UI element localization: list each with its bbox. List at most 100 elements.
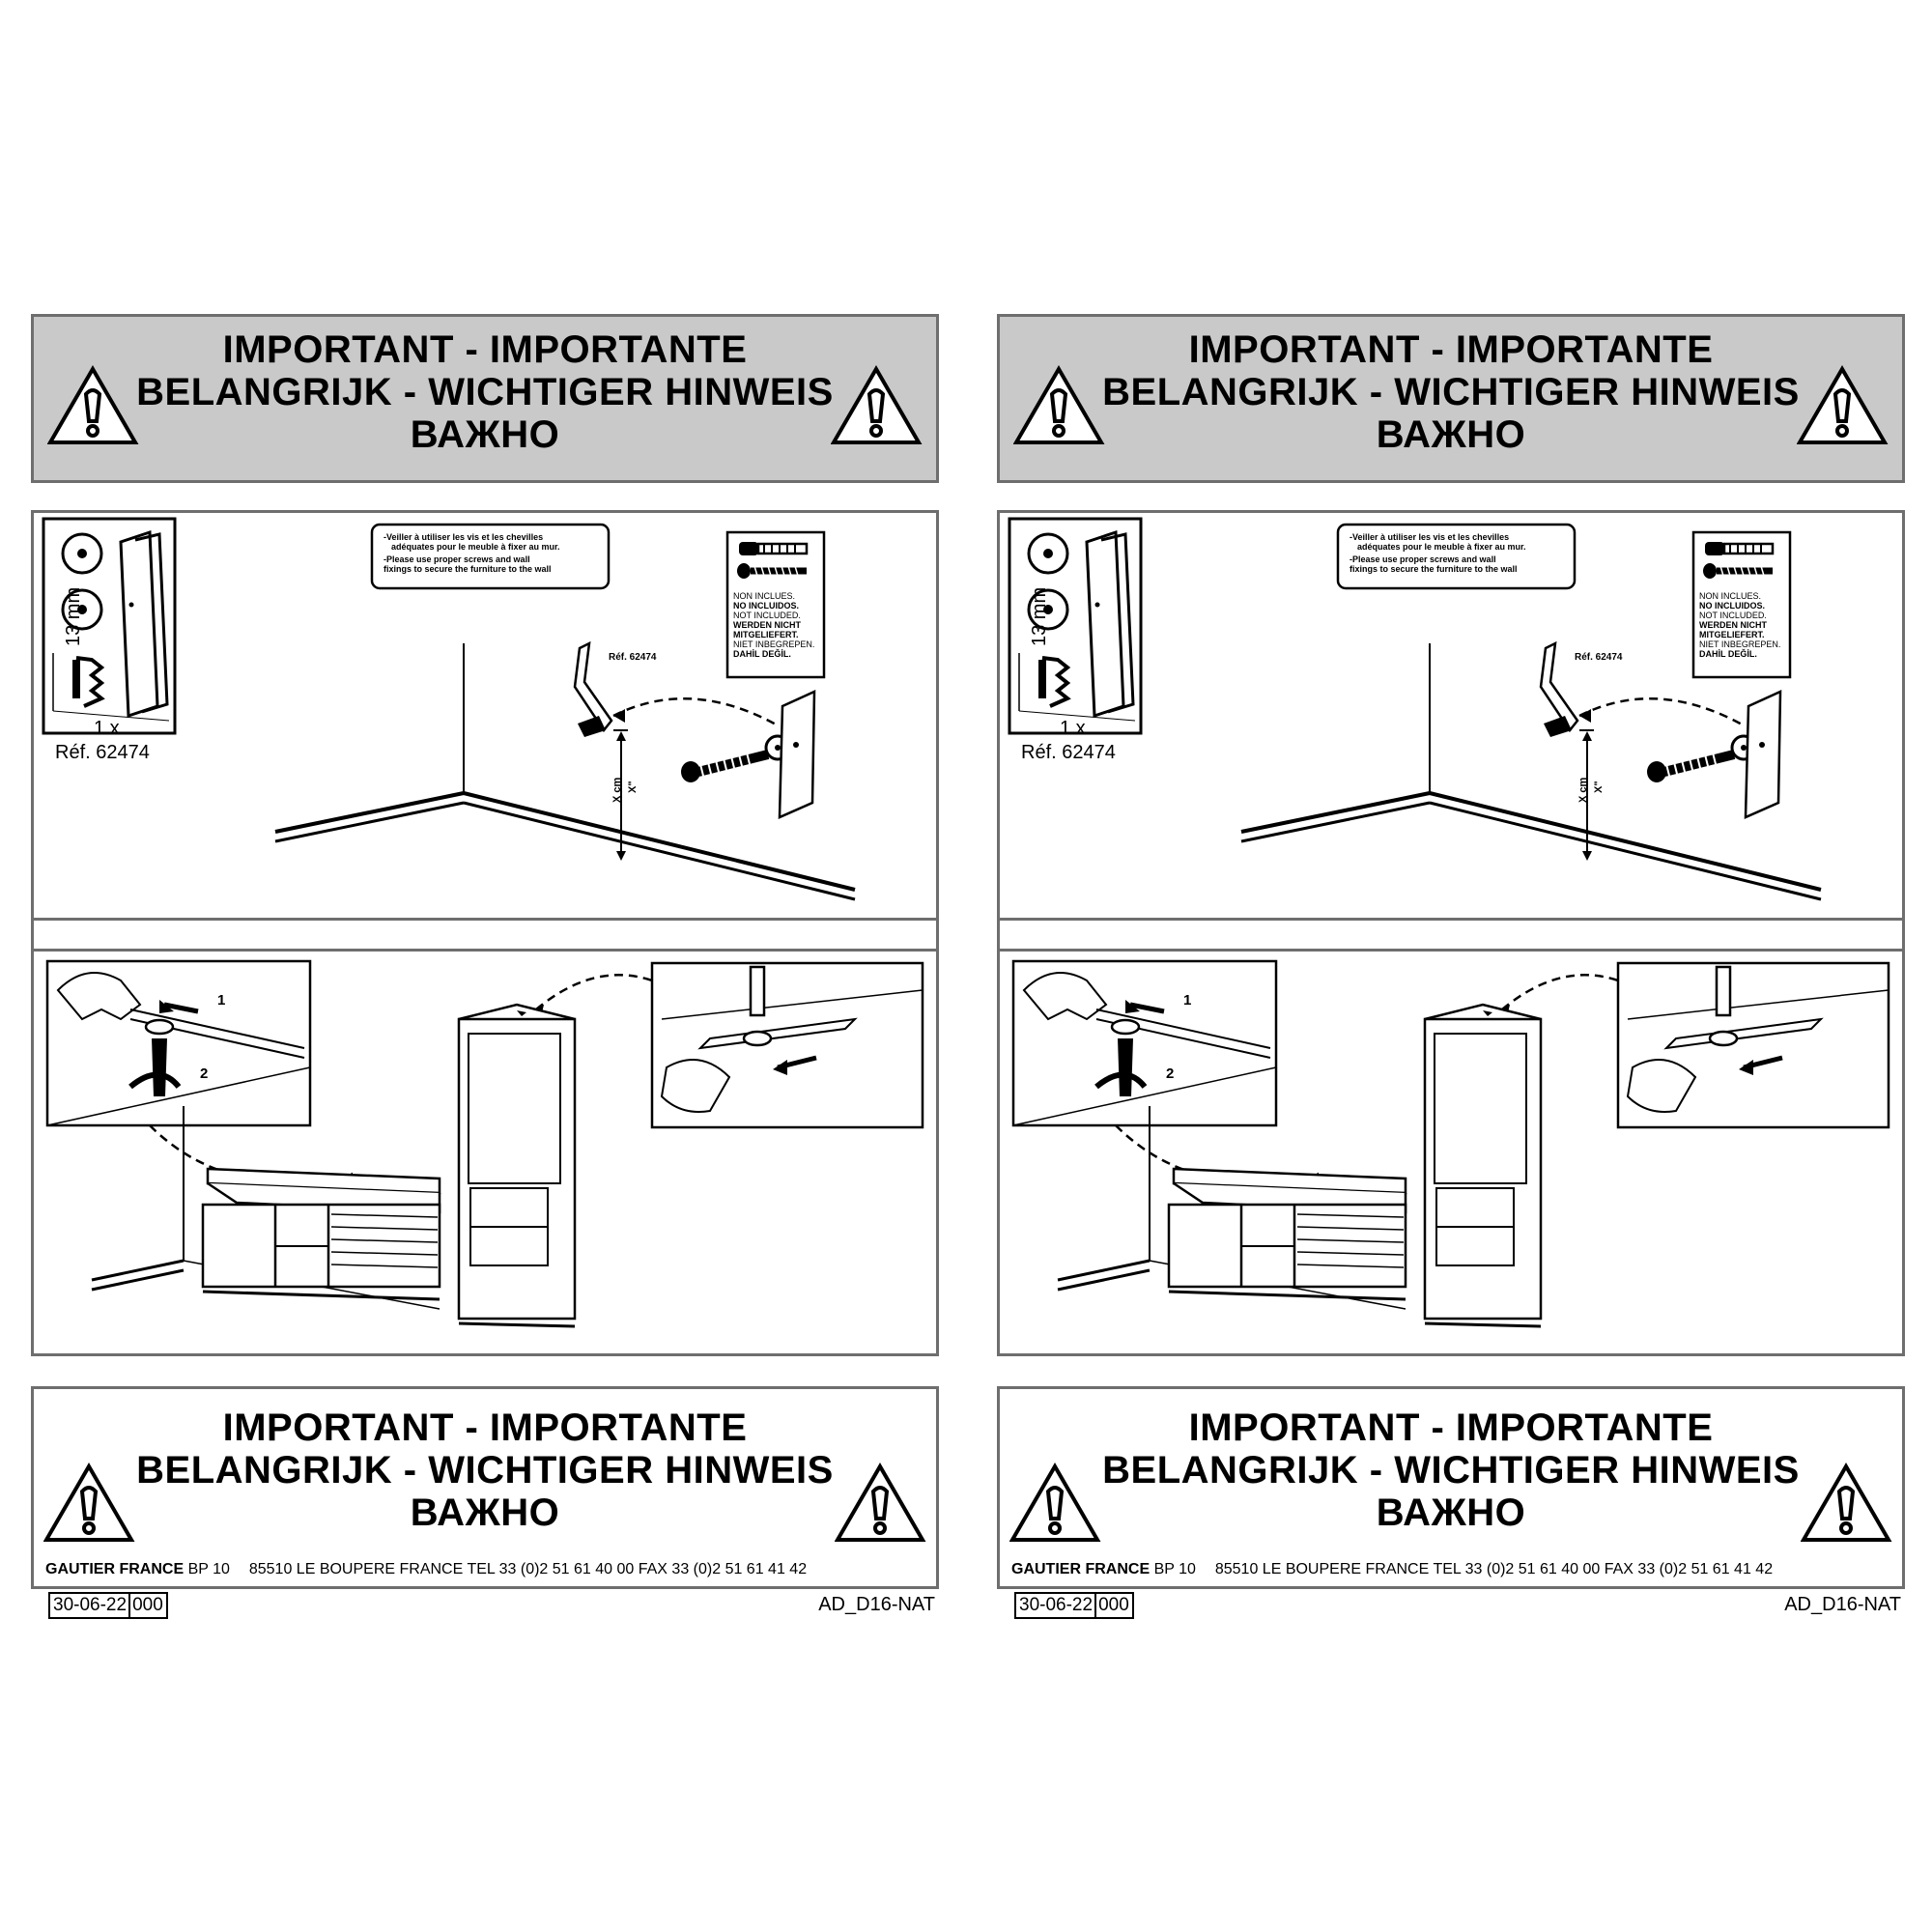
- bottom-warning-banner: IMPORTANT - IMPORTANTE BELANGRIJK - WICH…: [31, 1386, 939, 1589]
- not-included-es: NO INCLUIDOS.: [733, 601, 800, 611]
- tall-cabinet-icon: [1423, 1003, 1543, 1328]
- screw-icon: [1038, 656, 1071, 708]
- document-code: AD_D16-NAT: [818, 1594, 935, 1615]
- not-included-box: [725, 530, 826, 679]
- banner-line-2: BELANGRIJK - WICHTIGER HINWEIS: [1102, 371, 1800, 413]
- step-1-label: 1: [1183, 992, 1192, 1009]
- measure-inch-label: X": [1593, 781, 1605, 793]
- not-included-de-1: WERDEN NICHT: [733, 620, 801, 630]
- warning-triangle-icon: [1009, 1463, 1101, 1542]
- banner-line-2: BELANGRIJK - WICHTIGER HINWEIS: [136, 371, 834, 413]
- banner-title: IMPORTANT - IMPORTANTE BELANGRIJK - WICH…: [1000, 1406, 1902, 1534]
- parts-ref: Réf. 62474: [55, 742, 150, 763]
- panel-divider: [31, 921, 939, 952]
- warning-triangle-icon: [835, 1463, 926, 1542]
- banner-title: IMPORTANT - IMPORTANTE BELANGRIJK - WICH…: [34, 1406, 936, 1534]
- company-name: GAUTIER FRANCE: [1011, 1561, 1151, 1577]
- furniture-panel: 1 2: [997, 949, 1905, 1356]
- screws-note: -Veiller à utiliser les vis et les chevi…: [384, 532, 606, 574]
- not-included-en: NOT INCLUDED.: [1699, 611, 1767, 620]
- warning-triangle-icon: [1797, 365, 1889, 444]
- top-warning-banner: IMPORTANT - IMPORTANTE BELANGRIJK - WICH…: [31, 314, 939, 483]
- revision-date: 30-06-22: [53, 1595, 128, 1615]
- not-included-list: NON INCLUES. NO INCLUIDOS. NOT INCLUDED.…: [1699, 591, 1780, 659]
- not-included-en: NOT INCLUDED.: [733, 611, 801, 620]
- not-included-list: NON INCLUES. NO INCLUIDOS. NOT INCLUDED.…: [733, 591, 814, 659]
- wall-plug-icon: [1705, 542, 1775, 555]
- hand-icon: [1022, 972, 1108, 1021]
- not-included-es: NO INCLUIDOS.: [1699, 601, 1766, 611]
- bracket-ref-label: Réf. 62474: [1575, 652, 1623, 663]
- not-included-nl: NIET INBEGREPEN.: [733, 639, 815, 649]
- not-included-de-2: MITGELIEFERT.: [733, 630, 799, 639]
- banner-line-3: ВАЖНО: [410, 1492, 560, 1534]
- revision-date: 30-06-22: [1019, 1595, 1094, 1615]
- panel-divider: [997, 921, 1905, 952]
- parts-ref: Réf. 62474: [1021, 742, 1116, 763]
- screws-note: -Veiller à utiliser les vis et les chevi…: [1350, 532, 1572, 574]
- banner-line-1: IMPORTANT - IMPORTANTE: [1188, 328, 1714, 371]
- tv-unit-icon: [1167, 1167, 1407, 1301]
- note-en-1: -Please use proper screws and wall: [384, 554, 530, 564]
- step-2-label: 2: [1166, 1065, 1175, 1082]
- cabinet-panel-icon: [778, 690, 816, 819]
- not-included-fr: NON INCLUES.: [1699, 591, 1762, 601]
- banner-line-1: IMPORTANT - IMPORTANTE: [1188, 1406, 1714, 1449]
- not-included-nl: NIET INBEGREPEN.: [1699, 639, 1781, 649]
- company-po-box: BP 10: [187, 1561, 230, 1577]
- banner-line-2: BELANGRIJK - WICHTIGER HINWEIS: [1102, 1449, 1800, 1492]
- banner-line-3: ВАЖНО: [1376, 413, 1526, 456]
- note-fr-2: adéquates pour le meuble à fixer au mur.: [391, 542, 560, 552]
- banner-line-1: IMPORTANT - IMPORTANTE: [222, 1406, 748, 1449]
- warning-triangle-icon: [831, 365, 923, 444]
- wall-bracket-icon: [573, 640, 613, 733]
- banner-line-3: ВАЖНО: [1376, 1492, 1526, 1534]
- company-address: GAUTIER FRANCE BP 10 85510 LE BOUPERE FRA…: [1011, 1561, 1900, 1578]
- note-en-2: fixings to secure the furniture to the w…: [384, 564, 552, 574]
- screw-icon: [72, 656, 105, 708]
- step-1-label: 1: [217, 992, 226, 1009]
- measure-cm-label: X cm: [611, 777, 623, 803]
- bracket-icon: [1085, 529, 1125, 719]
- not-included-tr: DAHİL DEĞİL.: [1699, 649, 1757, 659]
- wall-screw-icon: [681, 750, 770, 782]
- furniture-illustration: [45, 959, 924, 1328]
- wall-screw-icon: [1647, 750, 1736, 782]
- note-fr-1: -Veiller à utiliser les vis et les chevi…: [384, 532, 544, 542]
- revision-number: 000: [132, 1595, 163, 1615]
- measure-cm-label: X cm: [1577, 777, 1589, 803]
- hand-icon: [1626, 1059, 1697, 1113]
- company-contact: 85510 LE BOUPERE FRANCE TEL 33 (0)2 51 6…: [248, 1561, 808, 1577]
- banner-line-1: IMPORTANT - IMPORTANTE: [222, 328, 748, 371]
- screw-length-label: 13 mm: [1029, 586, 1050, 646]
- bracket-icon: [119, 529, 159, 719]
- parts-qty: 1 x: [1060, 718, 1086, 739]
- note-fr-1: -Veiller à utiliser les vis et les chevi…: [1350, 532, 1510, 542]
- banner-line-3: ВАЖНО: [410, 413, 560, 456]
- instruction-sheet-left: IMPORTANT - IMPORTANTE BELANGRIJK - WICH…: [31, 314, 939, 1619]
- wall-fixing-panel: 13 mm 1 x Réf. 62474 -Veiller à utiliser…: [31, 510, 939, 921]
- screws-note-box: [370, 523, 611, 590]
- not-included-de-1: WERDEN NICHT: [1699, 620, 1767, 630]
- wall-fixing-panel: 13 mm 1 x Réf. 62474 -Veiller à utiliser…: [997, 510, 1905, 921]
- hand-icon: [660, 1059, 731, 1113]
- screw-length-label: 13 mm: [63, 586, 84, 646]
- hand-icon: [56, 972, 142, 1021]
- company-po-box: BP 10: [1153, 1561, 1196, 1577]
- top-warning-banner: IMPORTANT - IMPORTANTE BELANGRIJK - WICH…: [997, 314, 1905, 483]
- banner-line-2: BELANGRIJK - WICHTIGER HINWEIS: [136, 1449, 834, 1492]
- wood-screw-icon: [737, 563, 807, 579]
- screws-note-box: [1336, 523, 1577, 590]
- warning-triangle-icon: [47, 365, 139, 444]
- warning-triangle-icon: [43, 1463, 135, 1542]
- wood-screw-icon: [1703, 563, 1773, 579]
- step-2-label: 2: [200, 1065, 209, 1082]
- parts-qty: 1 x: [94, 718, 120, 739]
- company-contact: 85510 LE BOUPERE FRANCE TEL 33 (0)2 51 6…: [1214, 1561, 1774, 1577]
- note-fr-2: adéquates pour le meuble à fixer au mur.: [1357, 542, 1526, 552]
- not-included-tr: DAHİL DEĞİL.: [733, 649, 791, 659]
- company-name: GAUTIER FRANCE: [45, 1561, 185, 1577]
- wall-plug-icon: [739, 542, 809, 555]
